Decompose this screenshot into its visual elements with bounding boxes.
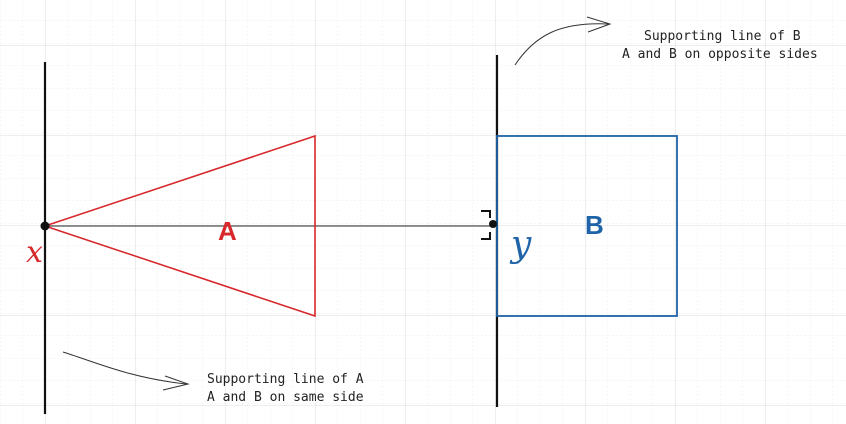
annotation-a-line2: A and B on same side	[207, 390, 364, 405]
square-b	[496, 135, 678, 317]
arrow-b-head	[586, 16, 612, 33]
arrow-a-curve	[62, 351, 187, 385]
annotation-a-line1: Supporting line of A	[207, 372, 364, 387]
arrow-a-head	[162, 375, 190, 391]
right-angle-mark-bottom	[481, 232, 491, 240]
point-y	[489, 220, 497, 228]
label-x: x	[26, 235, 43, 270]
triangle-a	[42, 134, 316, 318]
arrow-b-curve	[514, 23, 609, 66]
label-b: B	[585, 210, 604, 240]
right-angle-mark-top	[481, 210, 491, 218]
annotation-b-line2: A and B on opposite sides	[622, 47, 818, 62]
annotation-b-line1: Supporting line of B	[644, 29, 801, 44]
label-y: y	[509, 224, 532, 265]
label-a: A	[218, 216, 237, 246]
point-x	[40, 221, 50, 231]
